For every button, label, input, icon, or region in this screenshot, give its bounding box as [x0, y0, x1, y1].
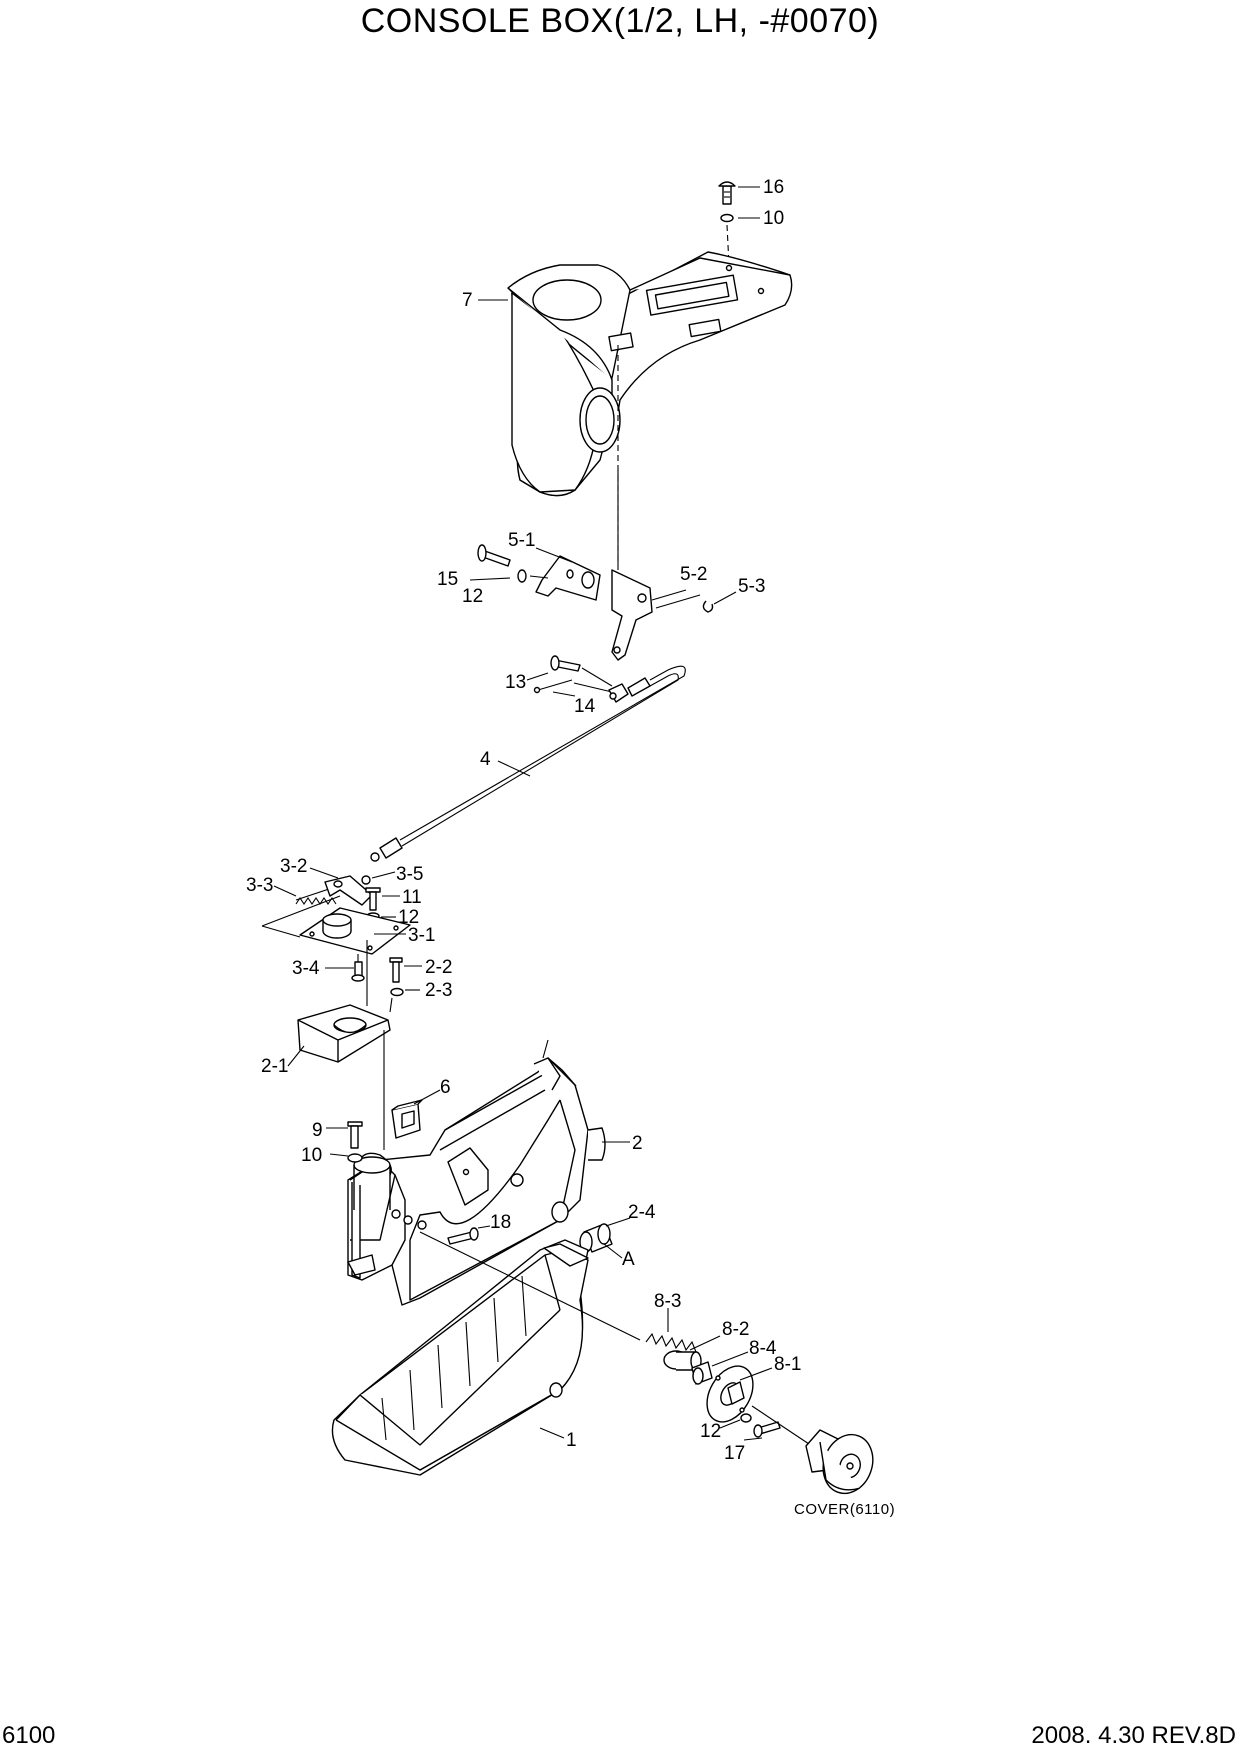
callout-2-4: 2-4 — [628, 1202, 656, 1223]
washer-12-knob — [740, 1413, 752, 1423]
callout-A: A — [622, 1249, 635, 1270]
callout-17: 17 — [724, 1443, 745, 1464]
bracket-3-2 — [324, 875, 373, 906]
callout-2-1: 2-1 — [261, 1056, 288, 1077]
bolt-11 — [365, 887, 381, 911]
callout-8-3: 8-3 — [654, 1291, 681, 1312]
knob-cover — [805, 1429, 874, 1495]
callout-9: 9 — [312, 1120, 323, 1141]
page-number: 6100 — [2, 1722, 56, 1749]
callout-12-lever: 12 — [398, 907, 419, 928]
callout-3-2: 3-2 — [280, 856, 307, 877]
ball-3-5 — [361, 875, 371, 885]
callout-5-3: 5-3 — [738, 576, 765, 597]
washer-2-3 — [390, 987, 404, 997]
callout-8-1: 8-1 — [774, 1354, 801, 1375]
cable-4 — [370, 665, 686, 862]
revision-date: 2008. 4.30 REV.8D — [1031, 1722, 1236, 1749]
pin-13 — [550, 655, 581, 672]
callout-3-3: 3-3 — [246, 875, 273, 896]
bushing-2-4 — [579, 1223, 613, 1253]
cotter-14 — [533, 679, 573, 694]
callout-2-2: 2-2 — [425, 957, 452, 978]
callout-10-low: 10 — [301, 1145, 322, 1166]
base-plate-3-1 — [299, 907, 411, 955]
bracket-2-1 — [297, 1004, 391, 1063]
callout-10-top: 10 — [763, 208, 784, 229]
callout-18: 18 — [490, 1212, 511, 1233]
callout-15: 15 — [437, 569, 458, 590]
callout-5-1: 5-1 — [508, 530, 535, 551]
callout-8-4: 8-4 — [749, 1338, 777, 1359]
washer-10-low — [347, 1153, 363, 1163]
bolt-9 — [347, 1121, 363, 1149]
callout-12-knob: 12 — [700, 1421, 721, 1442]
bolt-18 — [447, 1227, 479, 1245]
callout-16: 16 — [763, 177, 784, 198]
callout-6: 6 — [440, 1077, 451, 1098]
screw-16 — [718, 181, 736, 205]
callout-3-4: 3-4 — [292, 958, 320, 979]
callout-14: 14 — [574, 696, 596, 717]
callout-3-5: 3-5 — [396, 864, 423, 885]
callout-13: 13 — [505, 672, 526, 693]
lever-5-2 — [611, 569, 653, 661]
cover-reference-note: COVER(6110) — [794, 1501, 895, 1518]
callout-1: 1 — [566, 1430, 577, 1451]
washer-10-top — [720, 213, 734, 223]
spring-8-3 — [645, 1332, 697, 1353]
console-frame-2 — [347, 1057, 606, 1306]
spring-3-3 — [295, 887, 337, 905]
callout-11: 11 — [402, 887, 422, 908]
console-cover-7 — [507, 251, 793, 497]
page-title: CONSOLE BOX(1/2, LH, -#0070) — [360, 2, 880, 40]
plate-8-2 — [663, 1350, 702, 1371]
bracket-5-1 — [535, 555, 601, 601]
bolt-3-4 — [351, 961, 365, 982]
flange-8-1 — [706, 1365, 754, 1423]
callout-2-3: 2-3 — [425, 980, 452, 1001]
callout-8-2: 8-2 — [722, 1319, 749, 1340]
callout-3-1: 3-1 — [408, 925, 435, 946]
clip-5-3 — [702, 600, 714, 613]
console-base-1 — [331, 1239, 589, 1476]
bolt-17 — [753, 1421, 781, 1438]
bolt-2-2 — [389, 957, 403, 983]
pin-15 — [477, 544, 511, 567]
callout-2: 2 — [632, 1133, 643, 1154]
bushing-8-4 — [691, 1361, 713, 1385]
callout-7: 7 — [462, 290, 473, 311]
washer-12-mid — [517, 569, 527, 583]
clip-6 — [391, 1099, 423, 1139]
callout-12-mid: 12 — [462, 586, 483, 607]
callout-5-2: 5-2 — [680, 564, 707, 585]
callout-4: 4 — [480, 749, 491, 770]
